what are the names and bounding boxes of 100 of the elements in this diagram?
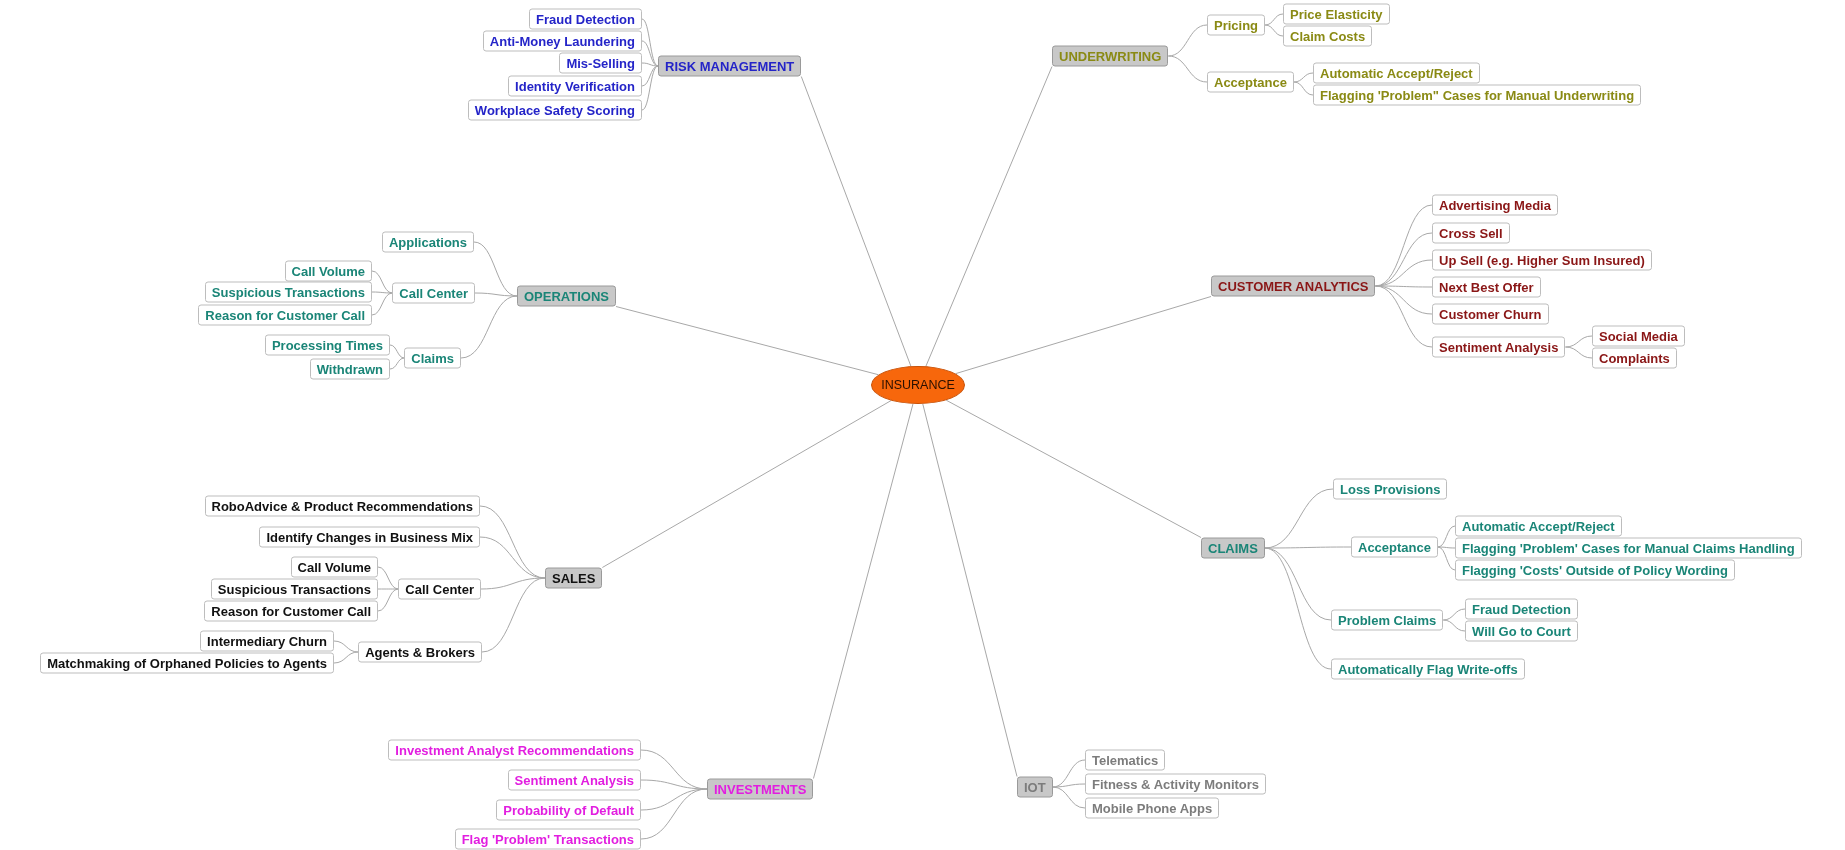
subtopic-box: Up Sell (e.g. Higher Sum Insured): [1432, 249, 1652, 271]
subtopic-box: Pricing: [1207, 14, 1266, 36]
subtopic-box: Matchmaking of Orphaned Policies to Agents: [40, 652, 334, 674]
subtopic-box: Telematics: [1085, 749, 1166, 771]
subtopic-box: Complaints: [1592, 347, 1677, 369]
connector-line: [1264, 13, 1284, 26]
connector-line: [481, 577, 546, 653]
connector-line: [389, 357, 405, 370]
connector-line: [1264, 24, 1284, 37]
connector-line: [1293, 72, 1314, 83]
connector-line: [333, 640, 359, 653]
central-topic-ellipse: INSURANCE: [871, 366, 965, 404]
connector-line: [922, 403, 1018, 777]
subtopic-box: Mobile Phone Apps: [1085, 797, 1220, 819]
connector-line: [601, 400, 892, 568]
subtopic-box: Fraud Detection: [529, 8, 642, 30]
subtopic-box: Fitness & Activity Monitors: [1085, 773, 1267, 795]
subtopic-box: Customer Churn: [1432, 303, 1549, 325]
subtopic-box: Processing Times: [264, 334, 390, 356]
connector-line: [1052, 786, 1086, 809]
subtopic-box: Automatically Flag Write-offs: [1331, 658, 1525, 680]
subtopic-box: Suspicious Transactions: [204, 281, 372, 303]
connector-line: [641, 65, 659, 111]
connector-line: [641, 18, 659, 67]
connector-line: [1264, 547, 1332, 670]
subtopic-box: Claims: [404, 347, 461, 369]
connector-line: [1167, 55, 1208, 83]
branch-topic-box: UNDERWRITING: [1052, 45, 1169, 67]
subtopic-box: Next Best Offer: [1432, 276, 1541, 298]
connector-line: [945, 399, 1202, 538]
connector-line: [1052, 783, 1086, 788]
subtopic-box: Probability of Default: [496, 799, 641, 821]
connector-line: [1564, 346, 1593, 359]
subtopic-box: Workplace Safety Scoring: [467, 99, 642, 121]
subtopic-box: Identity Verification: [508, 75, 642, 97]
connector-line: [925, 66, 1053, 367]
branch-topic-box: CUSTOMER ANALYTICS: [1211, 275, 1376, 297]
connector-line: [1293, 81, 1314, 96]
connector-line: [377, 588, 399, 612]
connector-line: [641, 65, 659, 87]
connector-line: [641, 40, 659, 67]
subtopic-box: Mis-Selling: [559, 52, 642, 74]
subtopic-box: Advertising Media: [1432, 194, 1558, 216]
subtopic-box: Cross Sell: [1432, 222, 1510, 244]
connector-line: [371, 292, 393, 316]
connector-line: [1437, 546, 1456, 549]
subtopic-box: Loss Provisions: [1333, 478, 1448, 500]
subtopic-box: Problem Claims: [1331, 609, 1444, 631]
subtopic-box: Reason for Customer Call: [204, 600, 378, 622]
connector-line: [480, 577, 546, 590]
connector-line: [641, 62, 659, 67]
subtopic-box: Anti-Money Laundering: [482, 30, 642, 52]
subtopic-box: Flag 'Problem' Transactions: [454, 828, 641, 850]
subtopic-box: Will Go to Court: [1465, 620, 1578, 642]
connector-line: [1264, 546, 1352, 549]
connector-line: [474, 292, 518, 297]
branch-topic-box: RISK MANAGEMENT: [658, 55, 802, 77]
connector-line: [1442, 608, 1466, 621]
connector-line: [640, 788, 708, 840]
connector-line: [333, 651, 359, 664]
subtopic-box: Call Volume: [284, 260, 372, 282]
subtopic-box: Investment Analyst Recommendations: [388, 739, 641, 761]
subtopic-box: Flagging 'Costs' Outside of Policy Wording: [1455, 559, 1735, 581]
subtopic-box: Flagging 'Problem" Cases for Manual Underwriting: [1313, 84, 1642, 106]
connector-line: [371, 291, 393, 294]
subtopic-box: Flagging 'Problem' Cases for Manual Claims Handling: [1455, 537, 1802, 559]
subtopic-box: Agents & Brokers: [358, 641, 482, 663]
subtopic-box: Social Media: [1592, 325, 1685, 347]
branch-topic-box: CLAIMS: [1201, 537, 1265, 559]
subtopic-box: Automatic Accept/Reject: [1313, 62, 1480, 84]
subtopic-box: Applications: [382, 231, 474, 253]
connector-line: [1264, 547, 1332, 621]
subtopic-box: Automatic Accept/Reject: [1455, 515, 1622, 537]
subtopic-box: Acceptance: [1207, 71, 1294, 93]
connector-line: [1564, 335, 1593, 348]
branch-topic-box: SALES: [545, 567, 603, 589]
subtopic-box: Call Center: [392, 282, 475, 304]
branch-topic-box: OPERATIONS: [517, 285, 616, 307]
subtopic-box: Sentiment Analysis: [1432, 336, 1566, 358]
connector-line: [955, 296, 1212, 375]
subtopic-box: Fraud Detection: [1465, 598, 1578, 620]
subtopic-box: Call Volume: [290, 556, 378, 578]
subtopic-box: Identify Changes in Business Mix: [259, 526, 480, 548]
subtopic-box: Withdrawn: [309, 358, 390, 380]
connector-line: [377, 588, 399, 590]
branch-topic-box: IOT: [1017, 776, 1053, 798]
connector-line: [812, 403, 914, 779]
subtopic-box: Suspicious Transactions: [210, 578, 378, 600]
subtopic-box: Acceptance: [1351, 536, 1438, 558]
connector-line: [1375, 285, 1433, 348]
connector-line: [1437, 525, 1456, 548]
subtopic-box: Intermediary Churn: [200, 630, 334, 652]
branch-topic-box: INVESTMENTS: [707, 778, 814, 800]
connector-line: [640, 788, 708, 811]
connector-line: [800, 76, 912, 367]
subtopic-box: Call Center: [398, 578, 481, 600]
connector-line: [615, 306, 879, 376]
subtopic-box: Sentiment Analysis: [507, 769, 641, 791]
connector-line: [1437, 546, 1456, 571]
connector-line: [1442, 619, 1466, 632]
